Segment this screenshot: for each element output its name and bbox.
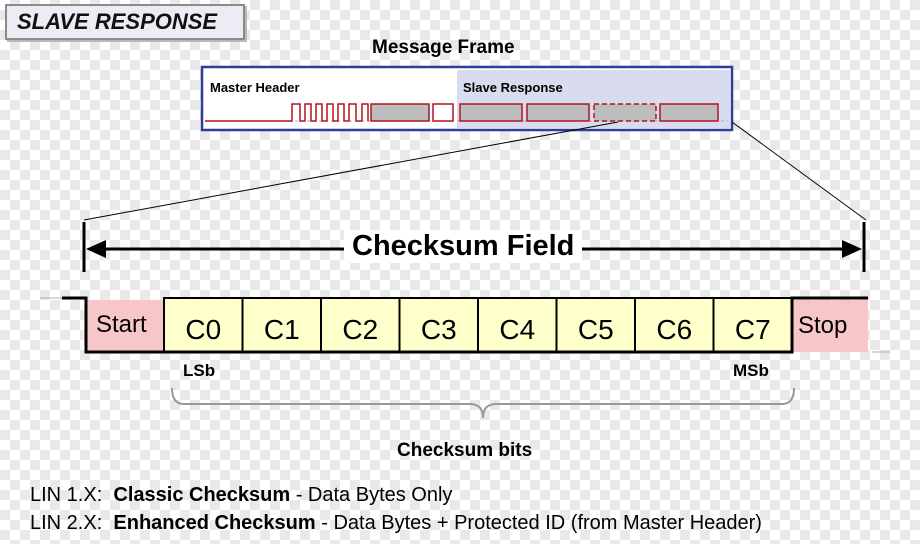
bit-box-c3 xyxy=(398,297,479,353)
title: SLAVE RESPONSE xyxy=(17,9,218,34)
msb-label: MSb xyxy=(733,361,769,380)
master-header-label: Master Header xyxy=(210,80,300,95)
checksum-bits-label: Checksum bits xyxy=(397,440,533,461)
frame-field-3 xyxy=(459,103,523,122)
bit-box-c6 xyxy=(634,297,715,353)
frame-field-6 xyxy=(659,103,719,122)
span-arrowhead-left xyxy=(86,240,106,258)
note-lin2: LIN 2.X: Enhanced Checksum - Data Bytes … xyxy=(30,512,762,535)
span-arrowhead-right xyxy=(842,240,862,258)
bit-box-c1 xyxy=(241,297,322,353)
note-lin1: LIN 1.X: Classic Checksum - Data Bytes O… xyxy=(30,484,452,507)
bit-box-c2 xyxy=(320,297,401,353)
note-lin2-version: LIN 2.X: xyxy=(30,512,103,534)
frame-field-5 xyxy=(593,103,657,122)
bit-label-c3: C3 xyxy=(421,314,457,345)
signal-waveform xyxy=(62,296,868,354)
checksum-bit-row: Start C0 C1 C2 C3 C4 C5 C6 C7 Stop xyxy=(40,296,890,354)
checksum-field-title: Checksum Field xyxy=(344,230,583,263)
start-bit-label: Start xyxy=(96,311,147,338)
bit-label-c6: C6 xyxy=(656,314,692,345)
lsb-label: LSb xyxy=(183,361,216,380)
stop-bit-box xyxy=(792,300,868,352)
bit-label-c5: C5 xyxy=(578,314,614,345)
frame-field-1 xyxy=(370,103,430,122)
bit-label-c1: C1 xyxy=(264,314,300,345)
note-lin1-desc: - Data Bytes Only xyxy=(290,484,453,506)
note-lin2-desc: - Data Bytes + Protected ID (from Master… xyxy=(315,512,762,534)
zoom-line-left xyxy=(83,121,619,221)
start-bit-box xyxy=(86,300,164,352)
slave-response-label: Slave Response xyxy=(463,80,563,95)
stop-bit-label: Stop xyxy=(798,312,847,339)
bit-label-c0: C0 xyxy=(185,314,221,345)
bit-label-c2: C2 xyxy=(342,314,378,345)
frame-field-4 xyxy=(526,103,590,122)
message-frame-title: Message Frame xyxy=(372,37,515,58)
note-lin1-term: Classic Checksum xyxy=(113,484,291,506)
header-signal xyxy=(205,103,369,122)
note-lin2-term: Enhanced Checksum xyxy=(113,512,316,534)
checksum-bits-brace xyxy=(171,387,795,419)
note-lin1-version: LIN 1.X: xyxy=(30,484,103,506)
bit-label-c4: C4 xyxy=(499,314,535,345)
message-frame xyxy=(200,65,734,132)
zoom-line-right xyxy=(731,121,867,221)
bit-label-c7: C7 xyxy=(735,314,771,345)
title-box: SLAVE RESPONSE xyxy=(5,4,245,40)
frame-field-2 xyxy=(432,103,454,122)
